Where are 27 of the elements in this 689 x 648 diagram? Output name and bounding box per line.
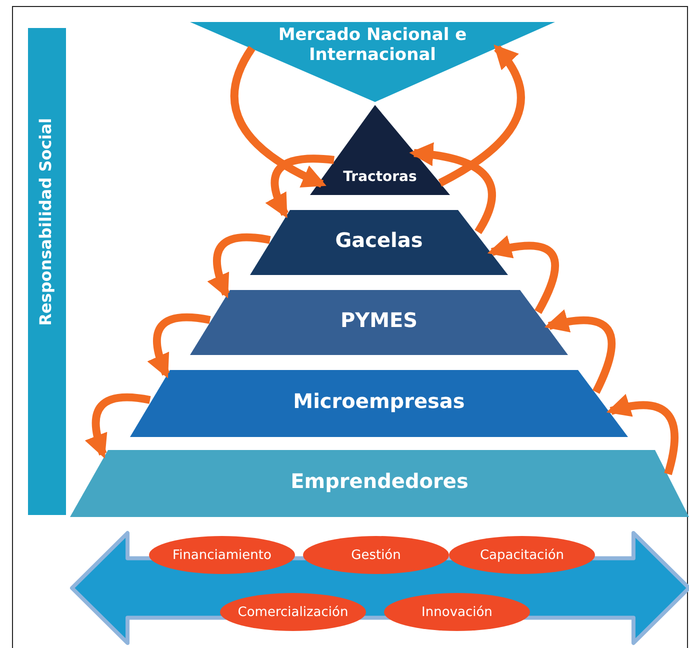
curved-arrow [438, 44, 525, 187]
curved-arrow [409, 142, 496, 234]
curved-arrow [266, 154, 334, 218]
pyramid-level [130, 370, 628, 437]
market-label: Mercado Nacional e Internacional [277, 26, 468, 66]
double-arrow [72, 533, 689, 643]
level-label: Gacelas [335, 228, 423, 252]
topic-pill: Capacitación [449, 536, 595, 574]
topic-pill: Gestión [303, 536, 449, 574]
level-label: PYMES [340, 308, 418, 332]
curved-arrow [487, 236, 560, 314]
pyramid-apex [310, 105, 450, 195]
curved-arrow [85, 393, 151, 459]
level-label: Emprendedores [290, 469, 468, 493]
curved-arrow [544, 310, 616, 394]
pyramid-level [70, 450, 689, 517]
level-label: Tractoras [343, 169, 417, 185]
level-label: Microempresas [293, 389, 465, 413]
curved-arrow [208, 233, 271, 298]
inverted-triangle [190, 22, 555, 102]
banner-label: Responsabilidad Social [36, 118, 55, 326]
vertical-banner [28, 28, 66, 515]
pyramid-level [190, 290, 568, 355]
pyramid-level [250, 210, 508, 275]
curved-arrow [148, 313, 211, 378]
curved-arrow [606, 394, 678, 476]
topic-pill: Financiamiento [149, 536, 295, 574]
